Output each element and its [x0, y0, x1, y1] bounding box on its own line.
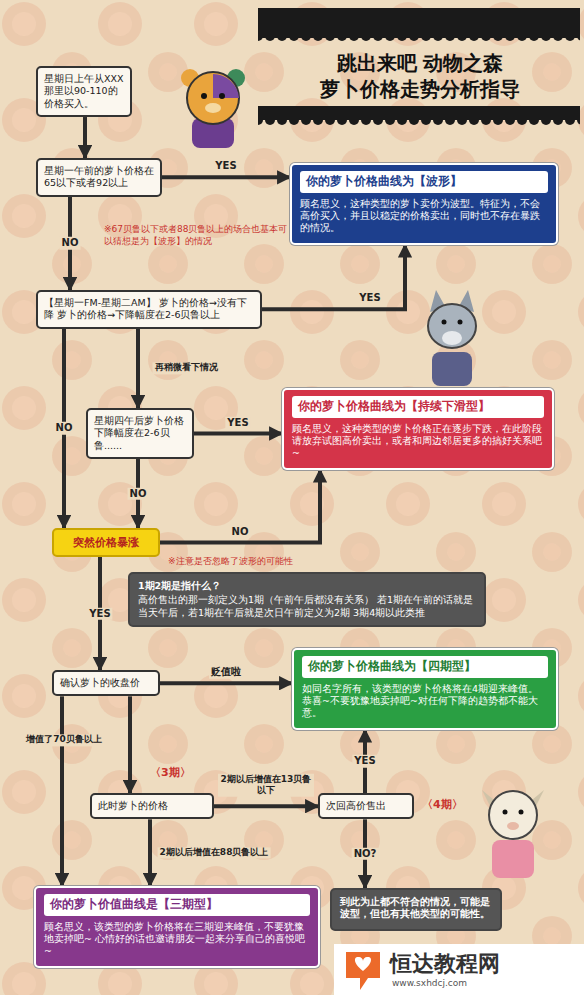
process-box: 星期一午前的萝卜价格在65以下或者92以上 [36, 158, 162, 197]
process-box: 星期日上午从XXX那里以90-110的价格买入。 [36, 66, 132, 117]
box-text: 此时萝卜的价格 [98, 800, 206, 812]
flow-arrow [128, 696, 132, 793]
edge-label: 2期以后增值在88贝鲁以上 [158, 847, 271, 858]
box-text: 【星期一FM-星期二AM】 萝卜的价格→没有下降 萝卜的价格→下降幅度在2-6贝… [44, 297, 254, 322]
bear-illustration [187, 72, 239, 124]
flow-arrow [162, 175, 290, 179]
box-body: 顾名思义，该类型的萝卜价格将在三期迎来峰值，不要犹豫地卖掉吧~ 心情好的话也邀请… [44, 921, 310, 958]
bear-illustration [181, 69, 245, 148]
edge-label: NO [128, 487, 149, 500]
result-box: 你的萝卜价格曲线为【四期型】如同名字所有，该类型的萝卜价格将在4期迎来峰值。恭喜… [292, 648, 558, 730]
edge-label: NO [54, 422, 75, 435]
edge-label: YES [87, 607, 112, 620]
box-body: 高价售出的那一刻定义为1期（午前午后都没有关系） 若1期在午前的话就是当天午后，… [138, 594, 476, 619]
goat-illustration [492, 840, 534, 878]
title: 跳出来吧 动物之森 萝卜价格走势分析指导 [300, 50, 540, 102]
edge-label: YES [357, 292, 382, 305]
ornament-band [258, 106, 580, 120]
box-text: 你的萝卜价格曲线为【四期型】 [302, 656, 548, 678]
watermark-logo [355, 957, 371, 971]
box-text: 1期2期是指什么？ [138, 580, 476, 592]
note-box: 到此为止都不符合的情况，可能是波型，但也有其他类型的可能性。 [330, 888, 502, 931]
flow-arrow [160, 681, 292, 685]
flow-arrow [148, 819, 152, 886]
edge-label: YES [225, 416, 250, 429]
box-text: 你的萝卜价格曲线为【波形】 [300, 171, 548, 193]
ornament-band [258, 8, 580, 38]
ornament-band [258, 8, 580, 126]
flow-arrow [83, 117, 87, 158]
process-box: 此时萝卜的价格 [90, 793, 214, 819]
watermark-logo [346, 952, 380, 990]
flow-arrow [214, 804, 318, 808]
wolf-illustration [442, 331, 462, 345]
box-text: 你的萝卜价格曲线为【持续下滑型】 [292, 396, 544, 418]
event-box: 突然价格暴涨 [52, 528, 160, 557]
period-label: 〈4期〉 [422, 798, 482, 812]
result-box: 你的萝卜价值曲线是【三期型】顾名思义，该类型的萝卜价格将在三期迎来峰值，不要犹豫… [34, 886, 320, 968]
edge-label: NO? [352, 847, 379, 860]
edge-label: NO [230, 525, 251, 538]
flow-arrow [262, 245, 405, 310]
watermark: 恒达教程网 [390, 950, 580, 979]
note-text: ※注意是否忽略了波形的可能性 [168, 556, 338, 568]
bear-illustration [205, 103, 221, 113]
process-box: 星期四午后萝卜价格下降幅度在2-6贝鲁...... [86, 408, 194, 459]
box-text: 突然价格暴涨 [60, 535, 152, 550]
flow-arrow [194, 432, 282, 436]
edge-label: NO [60, 237, 81, 250]
edge-label: 增值了70贝鲁以上 [24, 735, 104, 746]
wolf-illustration [458, 320, 463, 325]
ornament-band [258, 120, 580, 126]
bear-illustration [213, 74, 239, 98]
box-body: 顾名思义，这种类型的萝卜卖价为波型。特征为，不会高价买入，并且以稳定的价格卖出，… [300, 198, 548, 235]
box-text: 确认萝卜的收盘价 [60, 677, 152, 689]
edge-label: YES [213, 160, 238, 173]
goat-illustration [519, 810, 524, 815]
process-box: 确认萝卜的收盘价 [52, 670, 160, 696]
edge-label: 再稍微看下情况 [153, 363, 220, 374]
result-box: 你的萝卜价格曲线为【持续下滑型】顾名思义，这种类型的萝卜价格正在逐步下跌，在此阶… [282, 388, 554, 470]
edge-label: 2期以后增值在13贝鲁以下 [218, 774, 314, 797]
note-text: ※67贝鲁以下或者88贝鲁以上的场合也基本可以猜想是为【波形】的情况 [104, 224, 290, 247]
box-text: 你的萝卜价值曲线是【三期型】 [44, 894, 310, 916]
wolf-illustration [442, 320, 447, 325]
watermark-logo [334, 944, 584, 995]
watermark: www.sxhdcj.com [392, 978, 542, 990]
edge-label: YES [352, 755, 377, 768]
bear-illustration [219, 93, 225, 99]
goat-illustration [489, 791, 537, 839]
goat-illustration [503, 810, 508, 815]
box-text: 星期一午前的萝卜价格在65以下或者92以上 [44, 165, 154, 190]
box-text: 星期日上午从XXX那里以90-110的价格买入。 [44, 73, 124, 110]
flow-arrow [160, 470, 320, 543]
box-text: 星期四午后萝卜价格下降幅度在2-6贝鲁...... [94, 415, 186, 452]
result-box: 你的萝卜价格曲线为【波形】顾名思义，这种类型的萝卜卖价为波型。特征为，不会高价买… [290, 163, 558, 245]
wolf-illustration [432, 352, 472, 386]
bear-illustration [201, 93, 207, 99]
box-body: 如同名字所有，该类型的萝卜价格将在4期迎来峰值。恭喜~不要犹豫地卖掉吧~对任何下… [302, 683, 548, 720]
goat-illustration [507, 822, 519, 830]
box-body: 顾名思义，这种类型的萝卜价格正在逐步下跌，在此阶段请放弃试图高价卖出，或者和周边… [292, 423, 544, 460]
note-box: 1期2期是指什么？ 高价售出的那一刻定义为1期（午前午后都没有关系） 若1期在午前… [128, 572, 486, 627]
flow-arrow [136, 329, 140, 408]
wolf-illustration [428, 290, 476, 386]
watermark-logo [334, 944, 584, 995]
box-text: 次回高价售出 [326, 800, 406, 812]
process-box: 次回高价售出 [318, 793, 414, 819]
box-text: 到此为止都不符合的情况，可能是波型，但也有其他类型的可能性。 [340, 896, 492, 921]
period-label: 〈3期〉 [150, 766, 210, 780]
wolf-illustration [428, 304, 476, 348]
flow-arrow [60, 696, 64, 886]
goat-illustration [482, 790, 544, 878]
process-box: 【星期一FM-星期二AM】 萝卜的价格→没有下降 萝卜的价格→下降幅度在2-6贝… [36, 290, 262, 329]
ornament-band [258, 38, 580, 44]
edge-label: 贬值啦 [209, 666, 243, 679]
